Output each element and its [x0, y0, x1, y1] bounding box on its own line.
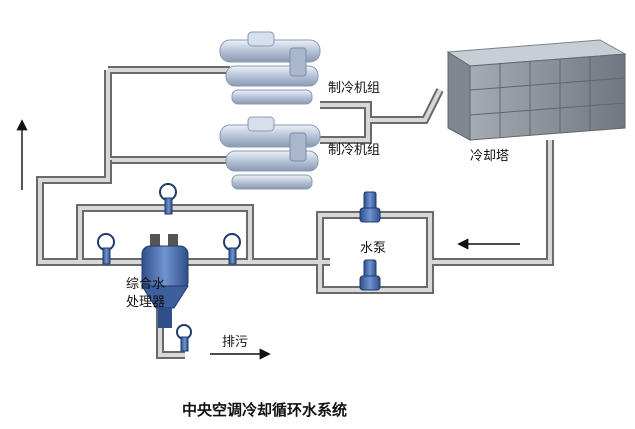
pump-icon [359, 191, 381, 223]
drain-label: 排污 [222, 335, 248, 350]
water-pump-group: 水泵 [359, 191, 386, 291]
chiller-unit-bottom: 制冷机组 [219, 116, 380, 190]
pump-icon [359, 259, 381, 291]
valve-group [97, 183, 241, 352]
cooling-tower-icon [446, 39, 627, 141]
valve-icon [159, 183, 177, 215]
chiller-unit-icon [219, 116, 321, 190]
valve-icon [176, 324, 192, 352]
valve-icon [223, 233, 241, 265]
water-treatment-unit: 综合水 处理器 [126, 234, 189, 328]
diagram-title: 中央空调冷却循环水系统 [182, 401, 347, 419]
chiller-label-top: 制冷机组 [328, 81, 380, 96]
chiller-label-bottom: 制冷机组 [328, 143, 380, 158]
cooling-tower-label: 冷却塔 [470, 149, 509, 164]
treatment-label-line1: 综合水 [126, 277, 165, 292]
treatment-label-line2: 处理器 [126, 295, 165, 310]
water-pump-label: 水泵 [360, 241, 386, 256]
chiller-unit-icon [219, 31, 321, 105]
valve-icon [97, 233, 115, 265]
water-treatment-unit-icon [141, 234, 189, 328]
cooling-tower: 冷却塔 [446, 39, 627, 164]
flow-arrows [16, 119, 520, 360]
chiller-unit-top: 制冷机组 [219, 31, 380, 105]
